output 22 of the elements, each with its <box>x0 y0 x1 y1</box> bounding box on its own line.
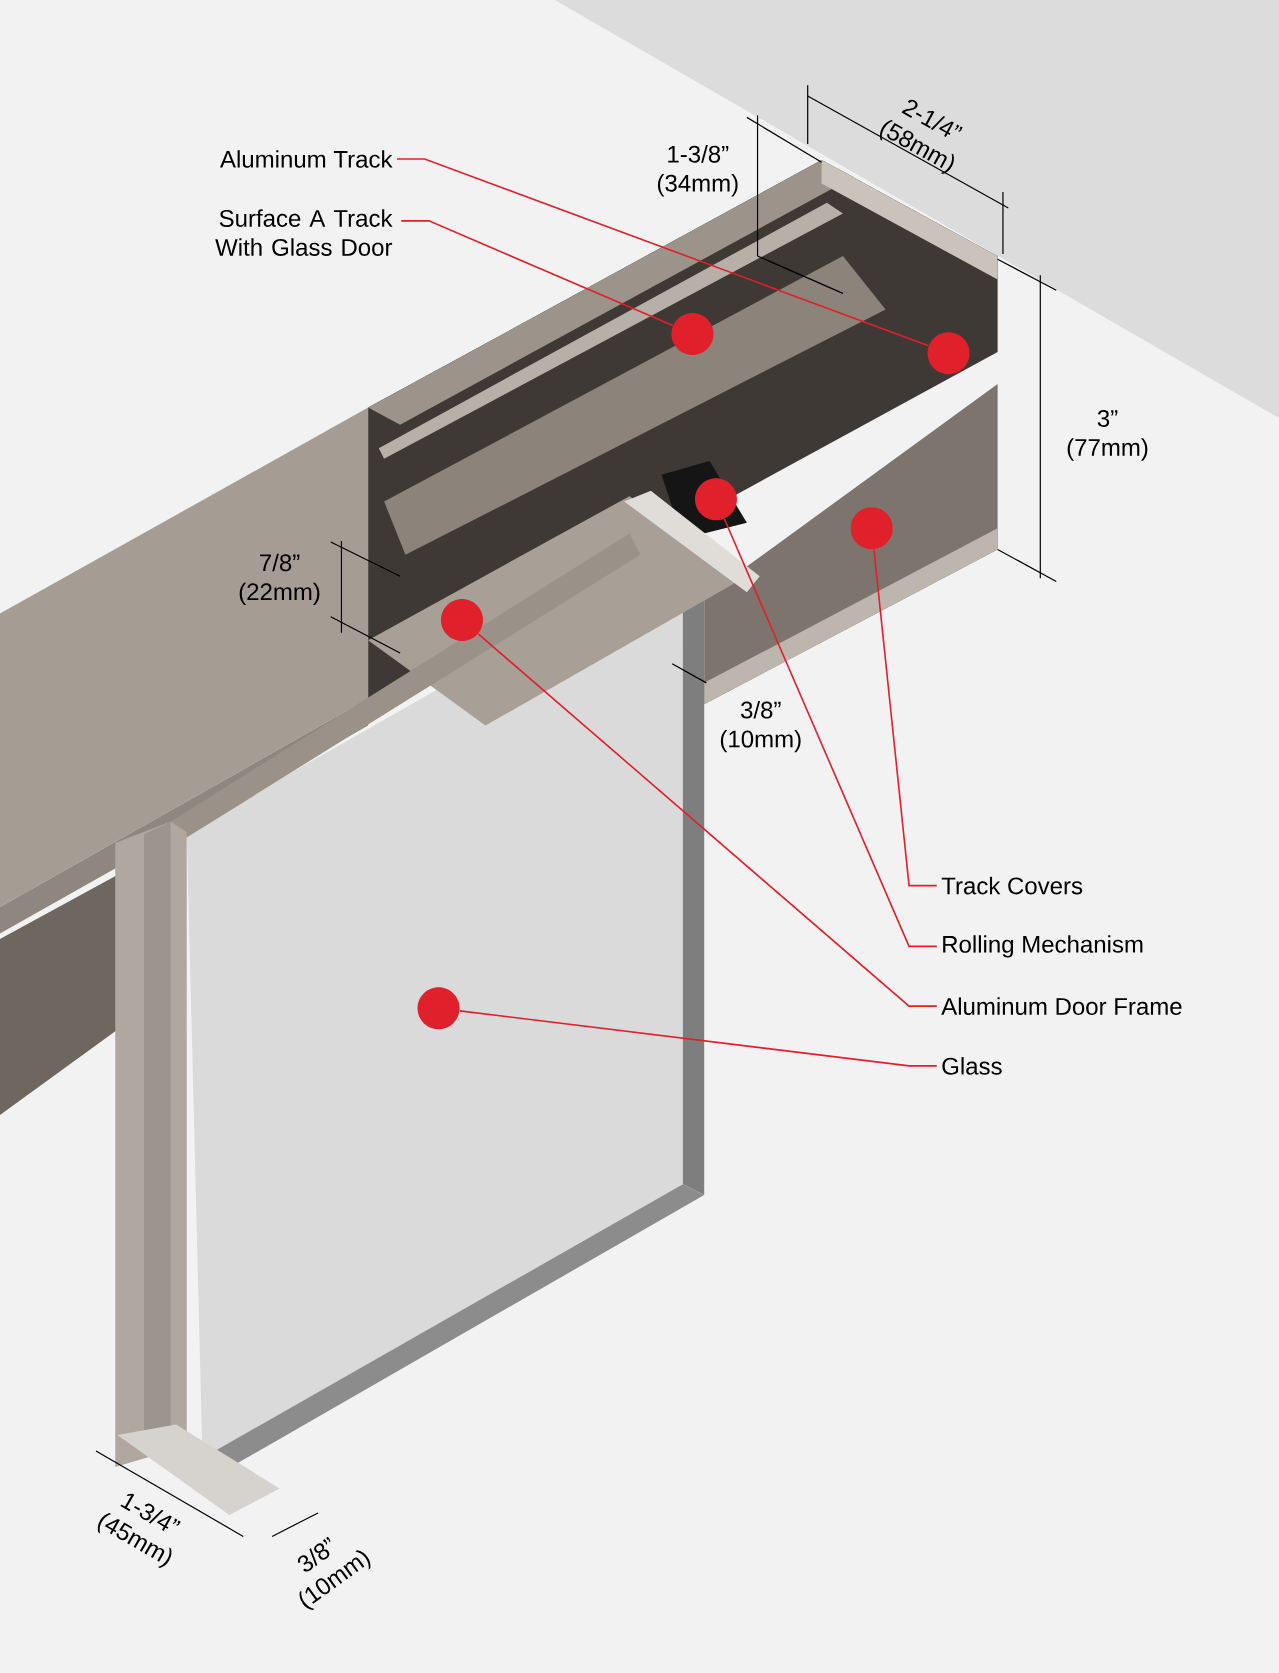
callout-dot <box>694 478 737 521</box>
callout-dot <box>440 598 483 641</box>
callout-dot <box>850 507 893 550</box>
part-label: Aluminum Track <box>219 150 393 168</box>
part-label: Track Covers <box>941 876 1082 895</box>
dimension-label: 3” (77mm) <box>1067 409 1148 461</box>
dimension-label: 7/8” (22mm) <box>239 553 320 606</box>
part-label: Surface A Track With Glass Door <box>215 209 393 256</box>
part-label: Aluminum Door Frame <box>941 997 1182 1015</box>
leader-line <box>400 220 674 327</box>
part-label: Rolling Mechanism <box>943 935 1143 958</box>
dimension-label: 1-3/8” (34mm) <box>657 145 738 197</box>
dimension-label: 3/8” (10mm) <box>720 700 801 753</box>
leader-line <box>395 158 930 347</box>
leader-line <box>723 518 938 948</box>
callout-dot <box>417 987 460 1030</box>
leader-line <box>458 1010 938 1067</box>
callout-dot <box>927 332 970 375</box>
leader-line <box>477 633 938 1007</box>
part-label: Glass <box>942 1057 1002 1075</box>
leader-line <box>873 548 938 887</box>
callout-dot <box>671 312 714 355</box>
